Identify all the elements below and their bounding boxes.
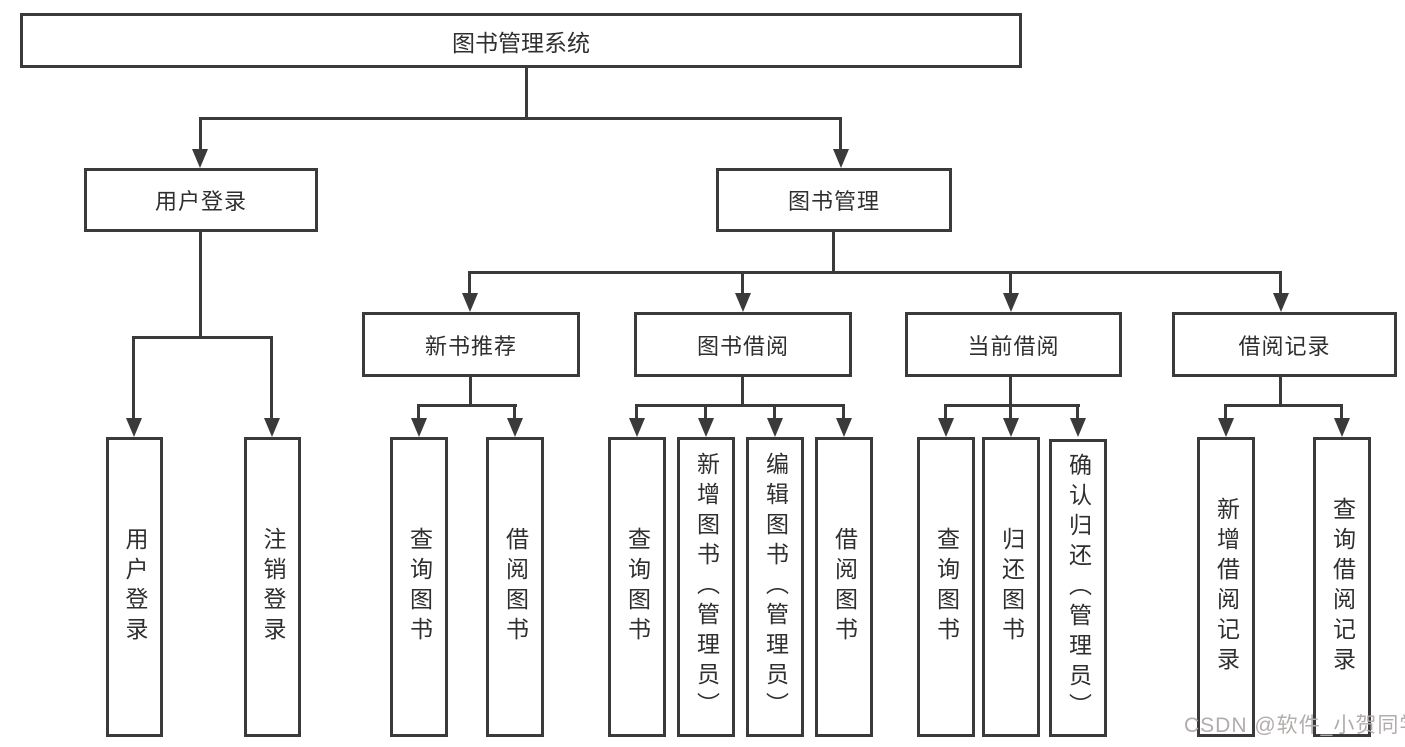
arrowhead-bb-query [629, 418, 645, 437]
node-add-books-admin: 新增图书（管理员） [677, 437, 735, 737]
arrowhead-bb-add [698, 418, 714, 437]
connector-book-mgmt-shaft [839, 117, 842, 151]
connector-nb-query-shaft [417, 406, 420, 420]
arrowhead-borrowrecords [1273, 293, 1289, 312]
node-query-borrowing-record: 查询借阅记录 [1313, 437, 1371, 737]
node-label: 新书推荐 [424, 333, 517, 359]
arrowhead-newbook [462, 293, 478, 312]
connector-borrowrecords-stem [1279, 377, 1282, 406]
arrowhead-cb-query [938, 418, 954, 437]
node-label: 查询借阅记录 [1329, 497, 1356, 677]
connector-logout-leaf-shaft [270, 336, 273, 419]
node-label: 查询图书 [933, 527, 960, 647]
csdn-watermark: CSDN @软件_小贺同学 [1184, 714, 1405, 737]
node-new-book-recommendation: 新书推荐 [362, 312, 580, 377]
node-label: 用户登录 [154, 189, 247, 214]
node-label: 注销登录 [260, 527, 286, 647]
node-label: 图书管理 [787, 189, 880, 214]
arrowhead-cb-confirm [1070, 418, 1086, 437]
connector-newbook-split [417, 404, 517, 407]
connector-cb-confirm-shaft [1076, 406, 1079, 420]
connector-user-login-shaft [199, 117, 202, 151]
connector-cb-query-shaft [944, 406, 947, 420]
arrowhead-nb-borrow [507, 418, 523, 437]
arrowhead-login-leaf [126, 418, 142, 437]
node-label: 用户登录 [122, 527, 148, 647]
connector-bookborrow-split [635, 404, 845, 407]
node-label: 确认归还（管理员） [1065, 453, 1092, 723]
node-borrow-books-borrowing: 借阅图书 [815, 437, 873, 737]
arrowhead-nb-query [411, 418, 427, 437]
arrowhead-user-login [192, 149, 208, 168]
node-label: 借阅记录 [1238, 333, 1331, 359]
node-borrowing-records: 借阅记录 [1172, 312, 1397, 377]
node-book-management: 图书管理 [716, 168, 952, 232]
arrowhead-bb-borrow [836, 418, 852, 437]
connector-cb-return-shaft [1009, 406, 1012, 420]
node-library-management-system: 图书管理系统 [20, 13, 1022, 68]
connector-borrowrecords-shaft [1279, 272, 1282, 295]
connector-currentborrow-shaft [1009, 272, 1012, 295]
connector-br-query-shaft [1340, 406, 1343, 420]
arrowhead-br-query [1334, 418, 1350, 437]
node-label: 归还图书 [998, 527, 1025, 647]
connector-bookborrow-shaft [741, 272, 744, 295]
arrowhead-br-add [1218, 418, 1234, 437]
connector-currentborrow-stem [1009, 377, 1012, 406]
connector-user-login-split [132, 336, 273, 339]
node-query-books-borrowing: 查询图书 [608, 437, 666, 737]
arrowhead-cb-return [1003, 418, 1019, 437]
connector-bookborrow-stem [741, 377, 744, 406]
node-label: 借阅图书 [831, 527, 858, 647]
arrowhead-bb-edit [767, 418, 783, 437]
connector-book-mgmt-stem [832, 232, 835, 273]
node-label: 新增图书（管理员） [693, 452, 720, 722]
node-borrow-books-recommend: 借阅图书 [486, 437, 544, 737]
connector-bb-borrow-shaft [842, 406, 845, 420]
arrowhead-currentborrow [1003, 293, 1019, 312]
connector-login-leaf-shaft [132, 336, 135, 419]
node-label: 查询图书 [624, 527, 651, 647]
node-label: 图书管理系统 [452, 29, 590, 56]
node-label: 借阅图书 [502, 527, 529, 647]
node-current-borrowing: 当前借阅 [905, 312, 1122, 377]
connector-root-stem [525, 68, 528, 118]
node-label: 查询图书 [406, 527, 433, 647]
node-user-login: 用户登录 [84, 168, 318, 232]
connector-nb-borrow-shaft [513, 406, 516, 420]
node-add-borrowing-record: 新增借阅记录 [1197, 437, 1255, 737]
connector-level2-split [199, 117, 842, 120]
connector-newbook-shaft [468, 272, 471, 295]
node-confirm-return-admin: 确认归还（管理员） [1049, 439, 1107, 737]
connector-bb-add-shaft [704, 406, 707, 420]
node-label: 新增借阅记录 [1213, 497, 1240, 677]
node-query-books-current: 查询图书 [917, 437, 975, 737]
connector-level3-split [468, 271, 1282, 274]
arrowhead-bookborrow [735, 293, 751, 312]
connector-borrowrecords-split [1224, 404, 1343, 407]
node-user-login-action: 用户登录 [106, 437, 163, 737]
node-label: 当前借阅 [967, 333, 1060, 359]
node-edit-books-admin: 编辑图书（管理员） [746, 437, 804, 737]
connector-bb-edit-shaft [773, 406, 776, 420]
connector-newbook-stem [469, 377, 472, 406]
node-return-books: 归还图书 [982, 437, 1040, 737]
node-book-borrowing: 图书借阅 [634, 312, 852, 377]
arrowhead-book-mgmt [833, 149, 849, 168]
node-label: 编辑图书（管理员） [762, 452, 789, 722]
arrowhead-logout-leaf [264, 418, 280, 437]
connector-currentborrow-split [944, 404, 1080, 407]
node-label: 图书借阅 [696, 333, 789, 359]
node-logout: 注销登录 [244, 437, 301, 737]
node-query-books-recommend: 查询图书 [390, 437, 448, 737]
connector-user-login-stem [199, 232, 202, 337]
connector-br-add-shaft [1224, 406, 1227, 420]
connector-bb-query-shaft [635, 406, 638, 420]
